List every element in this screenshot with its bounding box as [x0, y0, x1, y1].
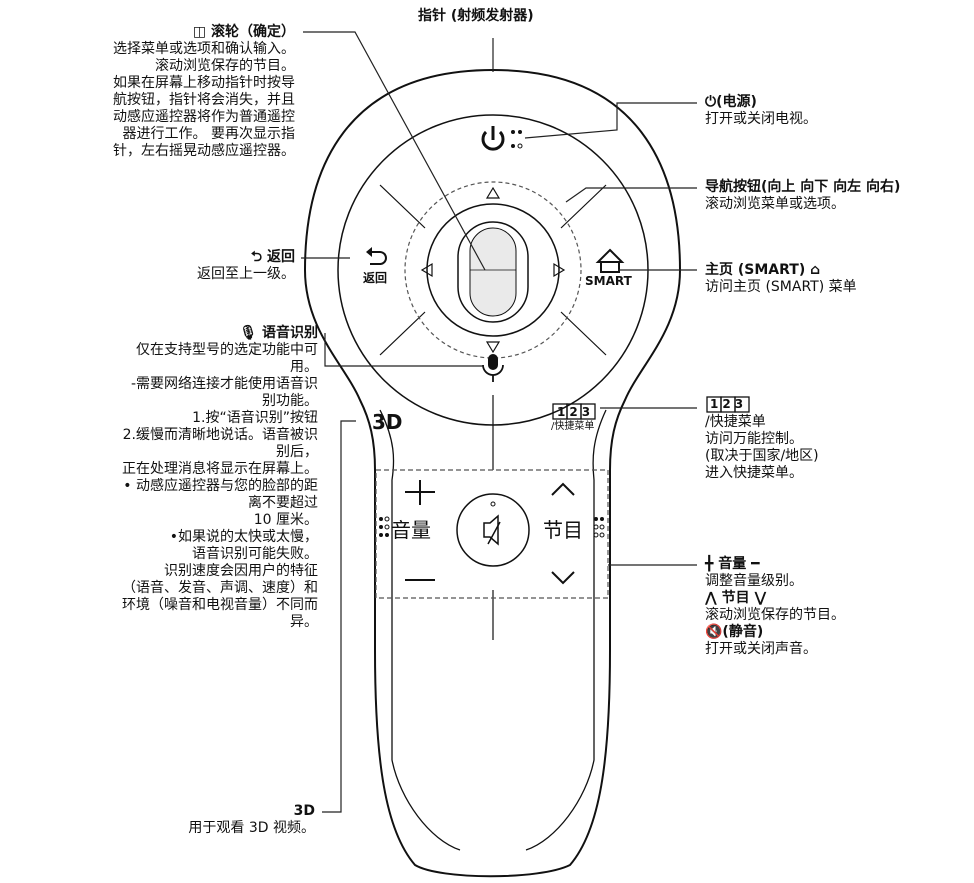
nav-desc: 滚动浏览菜单或选项。: [705, 196, 845, 212]
nav-up-icon[interactable]: [485, 186, 501, 199]
back-title: ⮌ 返回: [250, 249, 295, 265]
nav-left-icon[interactable]: [420, 262, 433, 278]
quick-desc: /快捷菜单 访问万能控制。 (取决于国家/地区) 进入快捷菜单。: [705, 414, 819, 481]
power-desc: 打开或关闭电视。: [705, 111, 817, 127]
three-d-title: 3D: [293, 803, 315, 819]
mute-title: 🔇(静音): [705, 624, 764, 640]
scroll-wheel-desc: 选择菜单或选项和确认输入。 滚动浏览保存的节目。 如果在屏幕上移动指针时按导 航…: [113, 41, 295, 159]
remote-volume-text: 音量: [391, 518, 431, 542]
remote-quick-sub: /快捷菜单: [551, 421, 595, 432]
leader-lines: [301, 31, 697, 813]
nav-title: 导航按钮(向上 向下 向左 向右): [705, 179, 901, 195]
mute-button[interactable]: [456, 493, 530, 567]
quick-menu-button[interactable]: [552, 403, 596, 420]
home-title: 主页 (SMART) ⌂: [705, 262, 821, 278]
remote-3d-text[interactable]: 3D: [372, 410, 403, 434]
power-title: ⏻(电源): [705, 94, 757, 110]
nav-ring[interactable]: [404, 181, 582, 359]
remote-inner-lower: [379, 409, 607, 851]
home-desc: 访问主页 (SMART) 菜单: [705, 279, 857, 295]
nav-right-icon[interactable]: [553, 262, 566, 278]
voice-title: 🎙 语音识别: [239, 325, 318, 341]
home-icon[interactable]: [595, 248, 625, 273]
volume-title: ╋ 音量 ━: [705, 556, 760, 572]
three-d-desc: 用于观看 3D 视频。: [188, 820, 315, 836]
nav-down-icon[interactable]: [485, 341, 501, 354]
volume-up-icon[interactable]: [405, 480, 435, 505]
volume-desc: 调整音量级别。: [705, 573, 803, 589]
back-button[interactable]: [366, 247, 387, 265]
scroll-wheel-title: ◫ 滚轮（确定）: [192, 24, 295, 40]
quick-title: 123: [710, 397, 748, 411]
remote-back-text: 返回: [363, 271, 388, 285]
mic-icon[interactable]: [482, 354, 504, 382]
power-button[interactable]: [481, 126, 523, 151]
channel-up-icon[interactable]: [551, 482, 575, 496]
remote-smart-text: SMART: [585, 274, 632, 288]
pointer-label: 指针 (射频发射器): [418, 8, 534, 24]
remote-quick-text: 123: [557, 405, 595, 419]
back-desc: 返回至上一级。: [197, 266, 295, 282]
voice-desc: 仅在支持型号的选定功能中可 用。 -需要网络连接才能使用语音识 别功能。 1.按…: [122, 342, 318, 630]
remote-channel-text: 节目: [543, 518, 583, 542]
channel-title: ⋀ 节目 ⋁: [705, 590, 767, 606]
quick-label-boxes: [706, 396, 750, 413]
channel-down-icon[interactable]: [551, 571, 575, 585]
mute-icon: [483, 501, 501, 546]
channel-desc: 滚动浏览保存的节目。: [705, 607, 845, 623]
mute-desc: 打开或关闭声音。: [705, 641, 817, 657]
vol-ch-box: [375, 469, 609, 599]
remote-body: [303, 68, 682, 878]
